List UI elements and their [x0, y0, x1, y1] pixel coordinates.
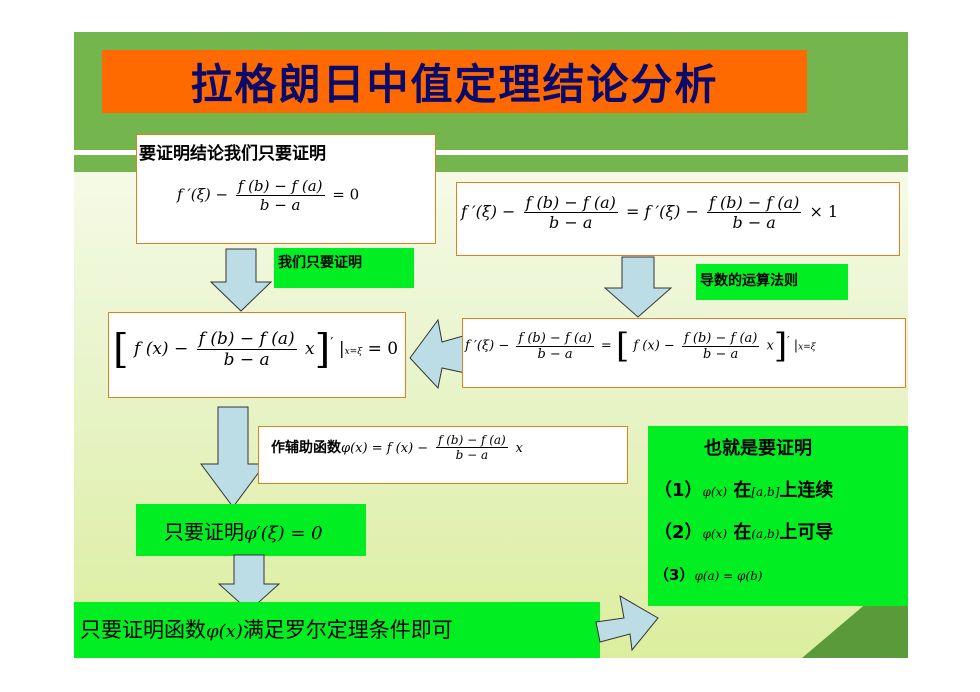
conditions-box: 也就是要证明 （1）φ(x) 在[a,b]上连续 （2）φ(x) 在(a,b)上…	[648, 426, 908, 606]
aux-label: 作辅助函数	[271, 440, 341, 456]
condition-2-at: 在	[733, 522, 752, 543]
slide: 拉格朗日中值定理结论分析 要证明结论我们只要证明 f ′(ξ) − f (b) …	[74, 32, 908, 658]
conditions-heading: 也就是要证明	[704, 438, 812, 459]
we-only-need-text: 我们只要证明	[278, 255, 362, 271]
only-prove-box: 只要证明φ′(ξ) = 0	[136, 504, 366, 556]
only-prove: 只要证明φ′(ξ) = 0	[164, 520, 323, 544]
condition-1-at: 在	[733, 480, 752, 501]
derivative-rules-label: 导数的运算法则	[696, 264, 848, 300]
condition-2: （2）φ(x) 在(a,b)上可导	[654, 522, 834, 543]
condition-3-num: （3）	[654, 566, 695, 584]
condition-1-num: （1）	[654, 480, 703, 501]
rewrite-box: f ′(ξ) − f (b) − f (a)b − a = f ′(ξ) − f…	[456, 182, 900, 256]
bottom-tail: 满足罗尔定理条件即可	[242, 618, 453, 642]
page-title: 拉格朗日中值定理结论分析	[190, 60, 719, 109]
equality-box: f ′(ξ) − f (b) − f (a)b − a = [ f (x) − …	[462, 318, 906, 388]
down-arrow-icon-3	[200, 406, 266, 508]
condition-2-num: （2）	[654, 522, 703, 543]
right-arrow-icon	[595, 595, 659, 652]
title-box: 拉格朗日中值定理结论分析	[102, 50, 807, 113]
aux-function: 作辅助函数φ(x) = f (x) − f (b) − f (a)b − a x	[271, 433, 523, 462]
conclusion-label: 要证明结论我们只要证明	[139, 144, 326, 164]
condition-1: （1）φ(x) 在[a,b]上连续	[654, 480, 834, 501]
bracket-derivative-box: [ f (x) − f (b) − f (a)b − a x]′ |x=ξ = …	[108, 312, 406, 398]
bottom-conclusion: 只要证明函数φ(x)满足罗尔定理条件即可	[80, 618, 453, 642]
derivative-rules-text: 导数的运算法则	[700, 273, 798, 289]
header-divider	[74, 150, 908, 155]
down-arrow-icon	[210, 248, 272, 312]
formula-goal: f ′(ξ) − f (b) − f (a)b − a = 0	[177, 177, 360, 214]
down-arrow-icon-4	[218, 554, 280, 612]
formula-rewrite: f ′(ξ) − f (b) − f (a)b − a = f ′(ξ) − f…	[461, 193, 839, 232]
down-arrow-icon-2	[604, 256, 672, 318]
aux-function-box: 作辅助函数φ(x) = f (x) − f (b) − f (a)b − a x	[258, 426, 628, 484]
condition-3: （3）φ(a) = φ(b)	[654, 566, 763, 584]
we-only-need-label: 我们只要证明	[274, 248, 414, 288]
condition-1-text: 上连续	[779, 480, 834, 501]
formula-bracket: [ f (x) − f (b) − f (a)b − a x]′ |x=ξ = …	[113, 326, 399, 373]
condition-2-text: 上可导	[779, 522, 834, 543]
bottom-label: 只要证明函数	[80, 618, 206, 642]
formula-equality: f ′(ξ) − f (b) − f (a)b − a = [ f (x) − …	[465, 326, 816, 366]
bottom-conclusion-box: 只要证明函数φ(x)满足罗尔定理条件即可	[74, 602, 600, 658]
only-prove-text: 只要证明	[164, 520, 244, 544]
conclusion-box: 要证明结论我们只要证明 f ′(ξ) − f (b) − f (a)b − a …	[136, 134, 436, 244]
